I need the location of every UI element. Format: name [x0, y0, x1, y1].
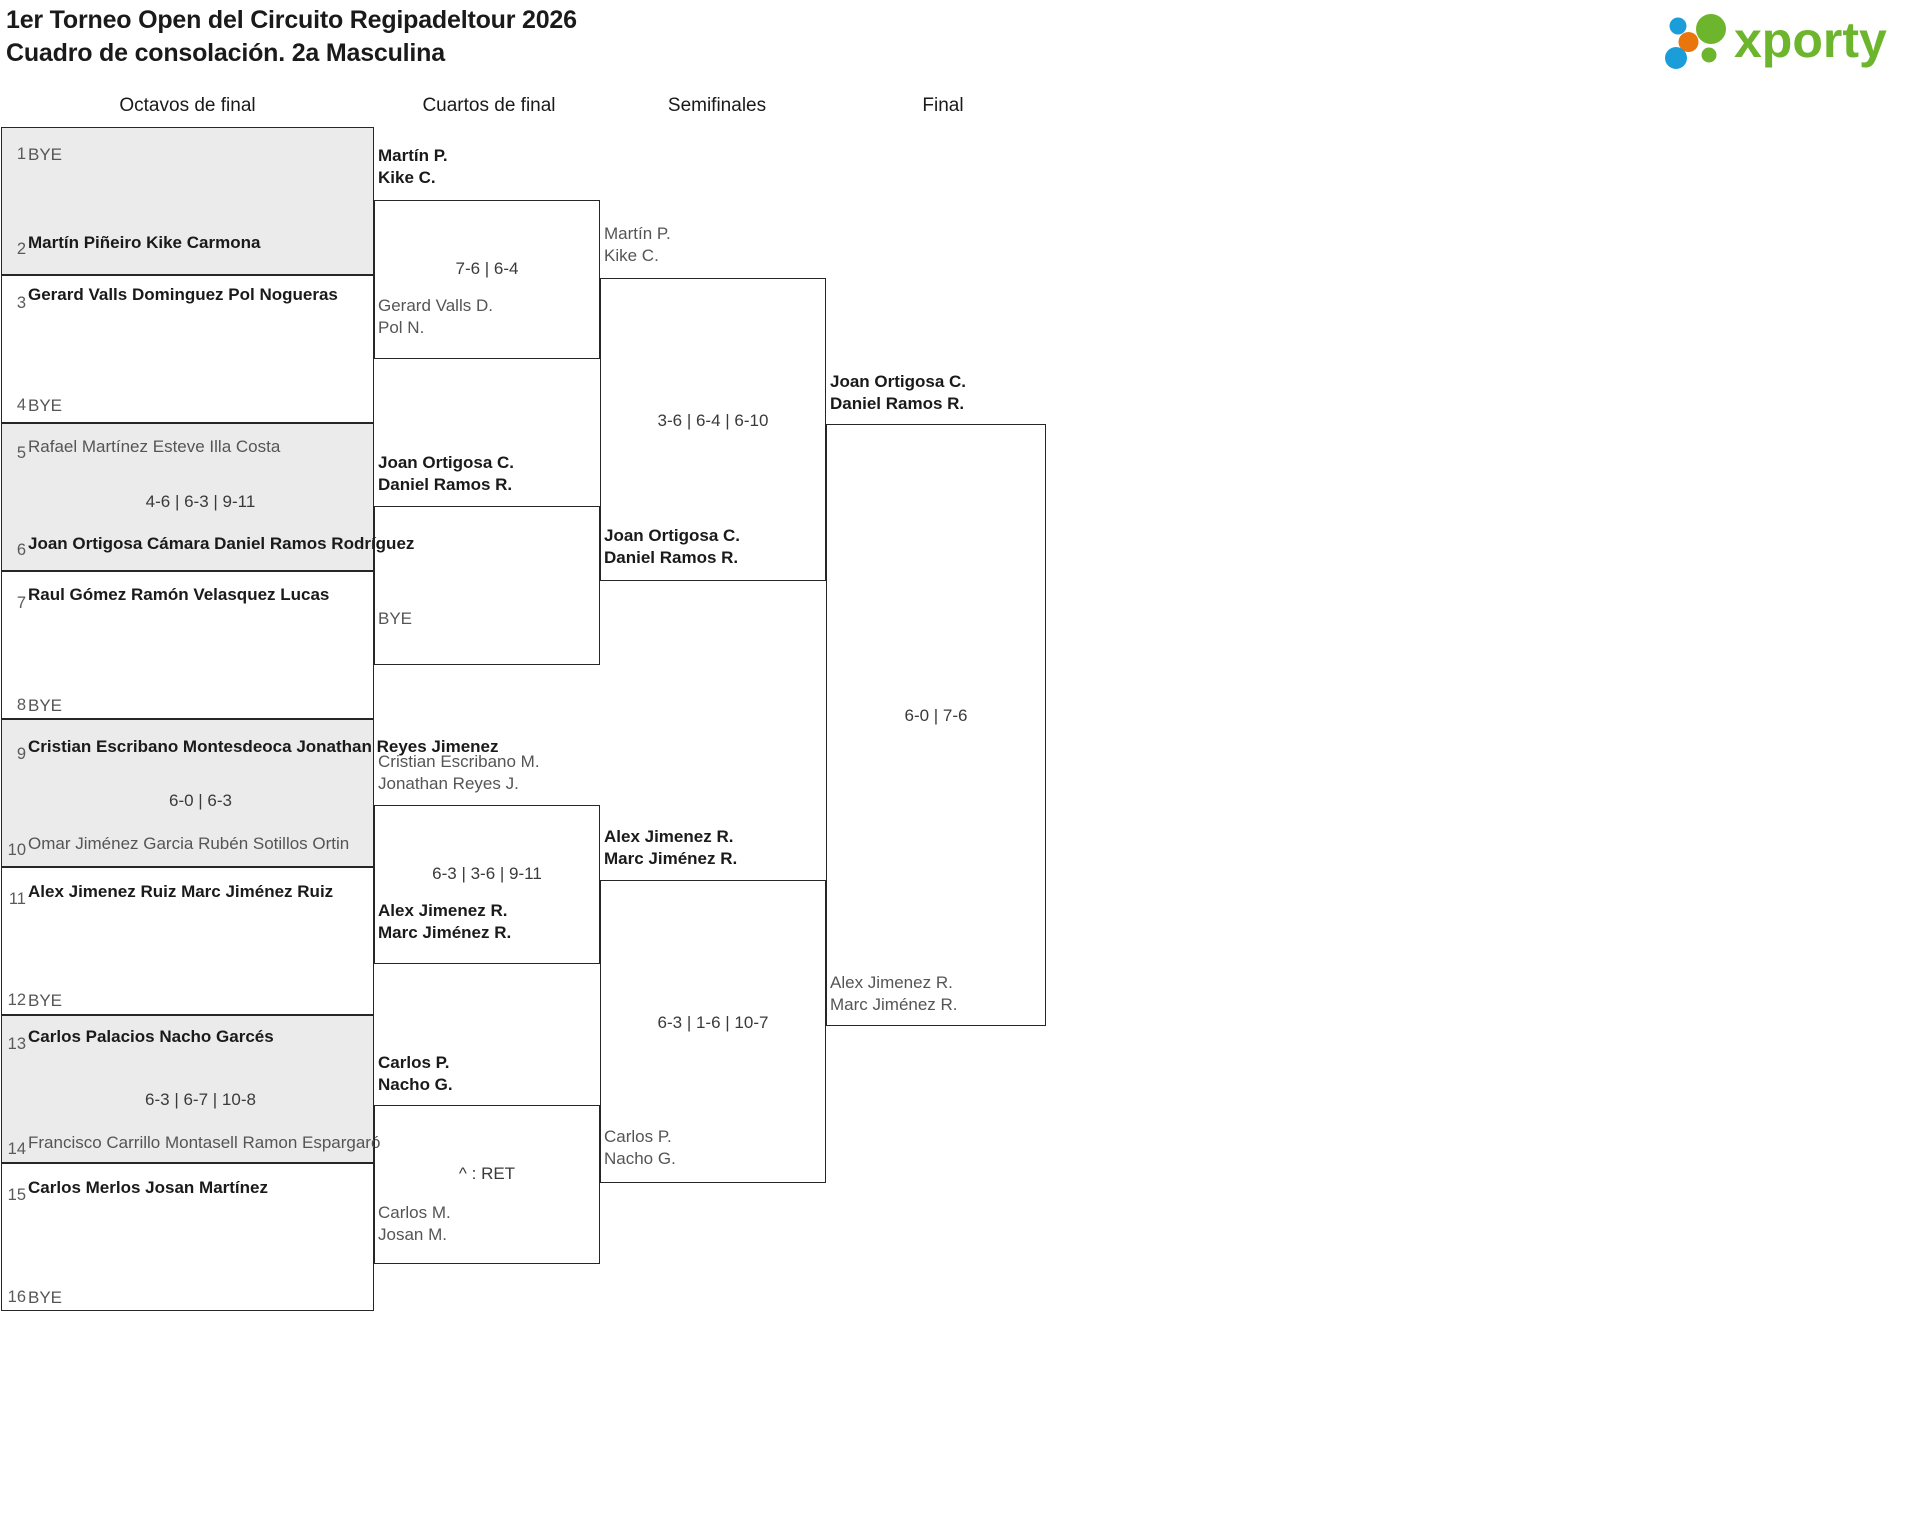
r1-match-group-7[interactable]: [1, 1015, 374, 1163]
r1-team-15: Carlos Merlos Josan Martínez: [28, 1178, 268, 1197]
r3-score-1: 3-6 | 6-4 | 6-10: [657, 411, 769, 430]
round-header-octavos: Octavos de final: [119, 95, 256, 116]
logo-dot-blue-top: [1669, 17, 1687, 35]
page-title: 1er Torneo Open del Circuito Regipadelto…: [6, 4, 577, 70]
tournament-name: 1er Torneo Open del Circuito Regipadelto…: [6, 6, 577, 34]
r1-seed-16: 16: [7, 1288, 26, 1306]
r1-team-12: BYE: [28, 991, 63, 1010]
r1-match-group-2[interactable]: [1, 275, 374, 423]
r1-team-2: Martín Piñeiro Kike Carmona: [28, 233, 261, 252]
r2-team-4-top: Carlos P. Nacho G.: [378, 1053, 453, 1094]
r1-team-11: Alex Jimenez Ruiz Marc Jiménez Ruiz: [28, 882, 334, 901]
r1-score-5: 6-0 | 6-3: [168, 791, 232, 810]
r2-match-box-3[interactable]: 6-3 | 3-6 | 9-11: [374, 805, 600, 964]
r4-team-1-bottom: Alex Jimenez R. Marc Jiménez R.: [830, 973, 958, 1014]
r1-seed-2: 2: [16, 240, 26, 258]
r1-seed-15: 15: [7, 1186, 26, 1204]
r1-seed-4: 4: [16, 396, 26, 414]
r3-score-2: 6-3 | 1-6 | 10-7: [657, 1013, 769, 1032]
r2-score-3: 6-3 | 3-6 | 9-11: [432, 864, 542, 883]
logo-dot-blue-bottom: [1665, 47, 1687, 69]
r1-match-group-4[interactable]: [1, 571, 374, 719]
r1-match-group-3[interactable]: [1, 423, 374, 571]
r1-seed-8: 8: [16, 696, 26, 714]
xporty-logo: xporty: [1658, 6, 1906, 72]
r1-team-5: Rafael Martínez Esteve Illa Costa: [28, 437, 281, 456]
r1-team-13: Carlos Palacios Nacho Garcés: [28, 1027, 274, 1046]
r2-score-1: 7-6 | 6-4: [455, 259, 519, 278]
r1-match-group-8[interactable]: [1, 1163, 374, 1311]
round-header-final: Final: [922, 95, 964, 116]
round-header-semis: Semifinales: [667, 95, 767, 116]
r1-score-3: 4-6 | 6-3 | 9-11: [145, 492, 256, 511]
bracket-subtitle: Cuadro de consolación. 2a Masculina: [6, 39, 445, 67]
r1-team-4: BYE: [28, 396, 63, 415]
r2-match-box-2[interactable]: [374, 506, 600, 665]
r1-match-group-1[interactable]: [1, 127, 374, 275]
r2-match-box-4[interactable]: ^ : RET: [374, 1105, 600, 1264]
r3-team-2-bottom: Carlos P. Nacho G.: [604, 1127, 676, 1168]
logo-dot-green-small: [1701, 47, 1717, 63]
logo-wordmark: xporty: [1734, 12, 1887, 68]
r1-team-16: BYE: [28, 1288, 63, 1307]
r2-team-1-top: Martín P. Kike C.: [378, 146, 448, 187]
r4-match-box-1[interactable]: 6-0 | 7-6: [826, 424, 1046, 1026]
r2-score-4: ^ : RET: [458, 1164, 516, 1183]
r1-score-7: 6-3 | 6-7 | 10-8: [145, 1090, 256, 1109]
r1-team-1: BYE: [28, 145, 63, 164]
r1-seed-6: 6: [16, 541, 26, 559]
r1-seed-3: 3: [16, 294, 26, 312]
r1-seed-12: 12: [7, 991, 26, 1009]
r4-team-1-top: Joan Ortigosa C. Daniel Ramos R.: [830, 372, 967, 413]
r2-team-1-bottom: Gerard Valls D. Pol N.: [378, 296, 493, 337]
r2-team-3-bottom: Alex Jimenez R. Marc Jiménez R.: [378, 901, 512, 942]
r1-team-8: BYE: [28, 696, 63, 715]
r2-team-3-top: Cristian Escribano M. Jonathan Reyes J.: [378, 752, 540, 793]
r1-seed-7: 7: [16, 594, 26, 612]
r3-team-1-top: Martín P. Kike C.: [604, 224, 671, 265]
r3-match-box-2[interactable]: 6-3 | 1-6 | 10-7: [600, 880, 826, 1183]
r2-team-4-bottom: Carlos M. Josan M.: [378, 1203, 451, 1244]
r2-team-2-bottom: BYE: [378, 609, 413, 628]
logo-dot-orange: [1678, 32, 1699, 52]
r1-team-9: Cristian Escribano Montesdeoca Jonathan …: [28, 737, 499, 756]
r1-seed-14: 14: [7, 1140, 26, 1158]
r3-match-box-1[interactable]: 3-6 | 6-4 | 6-10: [600, 278, 826, 581]
r2-team-2-top: Joan Ortigosa C. Daniel Ramos R.: [378, 453, 515, 494]
r1-team-10: Omar Jiménez Garcia Rubén Sotillos Ortin: [28, 834, 350, 853]
r1-match-group-6[interactable]: [1, 867, 374, 1015]
r1-team-6: Joan Ortigosa Cámara Daniel Ramos Rodríg…: [28, 534, 415, 553]
logo-dot-green-big: [1696, 14, 1726, 44]
r1-seed-10: 10: [7, 841, 26, 859]
r1-team-7: Raul Gómez Ramón Velasquez Lucas: [28, 585, 330, 604]
r1-seed-11: 11: [8, 890, 26, 908]
r1-team-14: Francisco Carrillo Montasell Ramon Espar…: [28, 1133, 381, 1152]
r2-match-box-1[interactable]: 7-6 | 6-4: [374, 200, 600, 359]
r1-seed-9: 9: [16, 745, 26, 763]
r3-team-1-bottom: Joan Ortigosa C. Daniel Ramos R.: [604, 526, 741, 567]
r1-seed-13: 13: [7, 1035, 26, 1053]
r1-match-group-5[interactable]: [1, 719, 374, 867]
r4-score-1: 6-0 | 7-6: [904, 706, 968, 725]
r1-seed-1: 1: [16, 145, 26, 163]
r1-seed-5: 5: [16, 444, 26, 462]
r1-team-3: Gerard Valls Dominguez Pol Nogueras: [28, 285, 338, 304]
r3-team-2-top: Alex Jimenez R. Marc Jiménez R.: [604, 827, 738, 868]
round-header-cuartos: Cuartos de final: [422, 95, 556, 116]
